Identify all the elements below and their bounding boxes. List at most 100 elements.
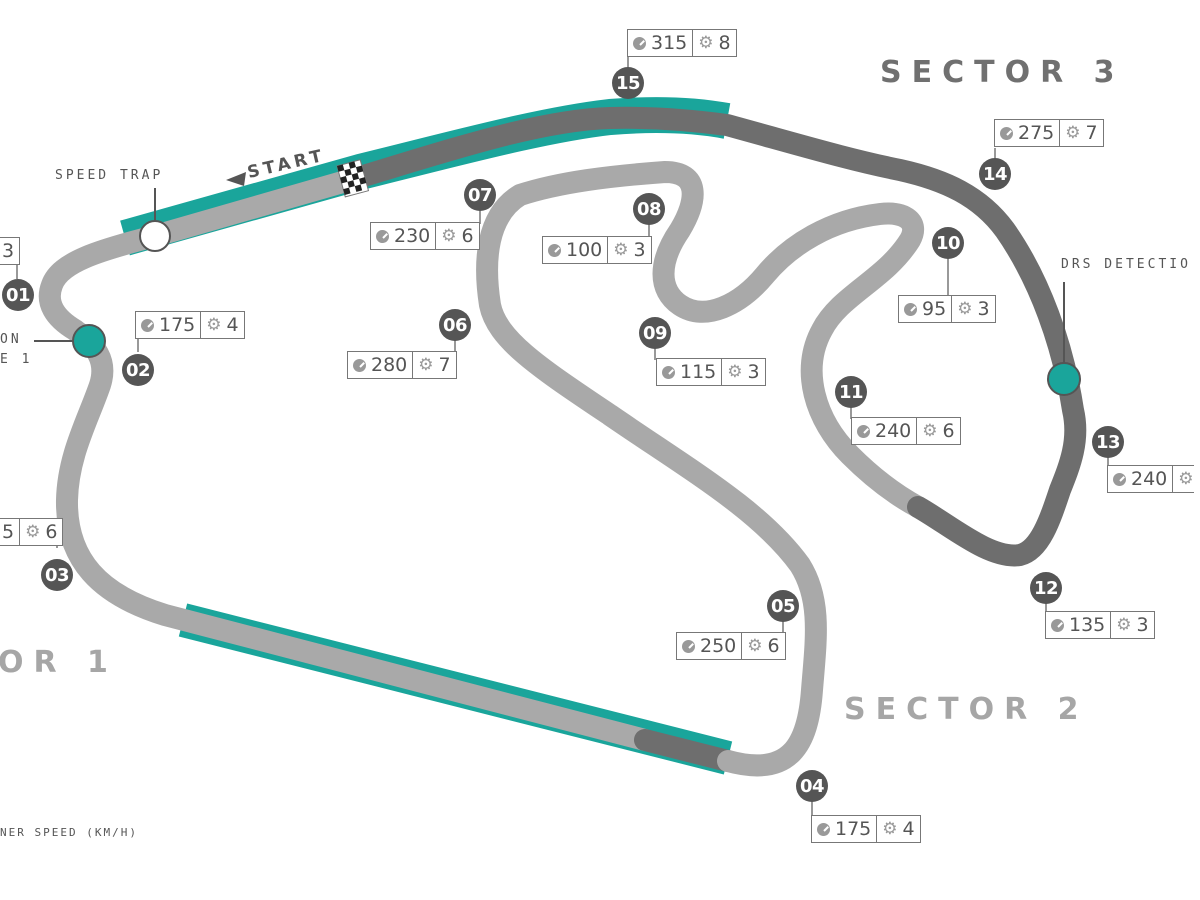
corner-06: 06: [439, 309, 471, 341]
corner-01-speed: 3: [2, 240, 15, 262]
track: [38, 106, 1087, 777]
corner-08: 08: [633, 193, 665, 225]
corner-08-info: 100 ⚙3: [542, 236, 652, 264]
gear-icon: ⚙: [1065, 122, 1081, 143]
gear-icon: ⚙: [206, 314, 222, 335]
corner-03-speed: 5: [2, 521, 15, 543]
corner-10-info: 95 ⚙3: [898, 295, 996, 323]
corner-12-info: 135 ⚙3: [1045, 611, 1155, 639]
speed-trap-label: SPEED TRAP: [55, 168, 164, 183]
gear-icon: ⚙: [957, 298, 973, 319]
track-sector-1-b: [634, 729, 739, 772]
corner-02-speed: 175: [159, 314, 196, 336]
corner-05: 05: [767, 590, 799, 622]
speedometer-icon: [817, 822, 830, 836]
corner-10-speed: 95: [922, 298, 947, 320]
corner-15-gear: 8: [718, 32, 731, 54]
speedometer-icon: [662, 365, 675, 379]
corner-06-speed: 280: [371, 354, 408, 376]
corner-14-gear: 7: [1085, 122, 1098, 144]
corner-13-speed: 240: [1131, 468, 1168, 490]
speedometer-icon: [376, 229, 389, 243]
gear-icon: ⚙: [922, 420, 938, 441]
corner-14: 14: [979, 158, 1011, 190]
track-sector-2: [476, 161, 929, 777]
start-arrow-icon: [226, 172, 246, 186]
speedometer-icon: [857, 424, 870, 438]
gear-icon: ⚙: [1178, 468, 1194, 489]
corner-09-info: 115 ⚙3: [656, 358, 766, 386]
sector-1-label: OR 1: [0, 645, 118, 680]
corner-11-info: 240 ⚙6: [851, 417, 961, 445]
speedometer-icon: [1113, 472, 1126, 486]
corner-13-info: 240 ⚙: [1107, 465, 1194, 493]
corner-15-info: 315 ⚙8: [627, 29, 737, 57]
gear-icon: ⚙: [882, 818, 898, 839]
corner-02: 02: [122, 354, 154, 386]
corner-13: 13: [1092, 426, 1124, 458]
corner-04-info: 175 ⚙4: [811, 815, 921, 843]
corner-10: 10: [932, 227, 964, 259]
corner-10-gear: 3: [977, 298, 990, 320]
corner-09: 09: [639, 317, 671, 349]
speed-trap-marker: [139, 188, 171, 252]
speedometer-icon: [1000, 126, 1013, 140]
corner-06-gear: 7: [438, 354, 451, 376]
corner-12: 12: [1030, 572, 1062, 604]
corner-11: 11: [835, 376, 867, 408]
track-sector-3: [349, 106, 1087, 567]
corner-14-info: 275 ⚙7: [994, 119, 1104, 147]
legend-footer: NER SPEED (KM/H): [0, 826, 138, 839]
start-finish-flag: [336, 159, 370, 198]
gear-icon: ⚙: [727, 361, 743, 382]
gear-icon: ⚙: [613, 239, 629, 260]
corner-12-gear: 3: [1136, 614, 1149, 636]
sector-3-label: SECTOR 3: [880, 55, 1125, 90]
gear-icon: ⚙: [418, 354, 434, 375]
corner-07-speed: 230: [394, 225, 431, 247]
gear-icon: ⚙: [1116, 614, 1132, 635]
corner-15-speed: 315: [651, 32, 688, 54]
corner-11-gear: 6: [942, 420, 955, 442]
speedometer-icon: [548, 243, 561, 257]
speedometer-icon: [353, 358, 366, 372]
drs-detection-label-right: DRS DETECTIO: [1061, 257, 1191, 272]
speedometer-icon: [682, 639, 695, 653]
corner-03-info: 5 ⚙6: [0, 518, 64, 546]
corner-07-gear: 6: [461, 225, 474, 247]
corner-15: 15: [612, 67, 644, 99]
corner-08-speed: 100: [566, 239, 603, 261]
gear-icon: ⚙: [698, 32, 714, 53]
speedometer-icon: [904, 302, 917, 316]
speedometer-icon: [141, 318, 154, 332]
corner-05-gear: 6: [767, 635, 780, 657]
speedometer-icon: [633, 36, 646, 50]
corner-14-speed: 275: [1018, 122, 1055, 144]
drs-detection-marker-right: [1047, 282, 1081, 396]
corner-07: 07: [464, 179, 496, 211]
corner-09-speed: 115: [680, 361, 717, 383]
corner-05-info: 250 ⚙6: [676, 632, 786, 660]
drs-detection-label-left-1: ON: [0, 332, 22, 347]
corner-01: 01: [2, 279, 34, 311]
corner-09-gear: 3: [747, 361, 760, 383]
drs-detection-label-left-2: E 1: [0, 352, 33, 367]
corner-01-info: 3: [0, 237, 21, 265]
corner-08-gear: 3: [633, 239, 646, 261]
corner-11-speed: 240: [875, 420, 912, 442]
gear-icon: ⚙: [747, 635, 763, 656]
corner-04-speed: 175: [835, 818, 872, 840]
corner-12-speed: 135: [1069, 614, 1106, 636]
corner-04: 04: [796, 770, 828, 802]
corner-07-info: 230 ⚙6: [370, 222, 480, 250]
speedometer-icon: [1051, 618, 1064, 632]
sector-2-label: SECTOR 2: [844, 692, 1089, 727]
corner-03: 03: [41, 559, 73, 591]
gear-icon: ⚙: [441, 225, 457, 246]
corner-02-gear: 4: [226, 314, 239, 336]
corner-04-gear: 4: [902, 818, 915, 840]
gear-icon: ⚙: [25, 521, 41, 542]
drs-detection-marker-left: [34, 324, 106, 358]
corner-03-gear: 6: [45, 521, 58, 543]
